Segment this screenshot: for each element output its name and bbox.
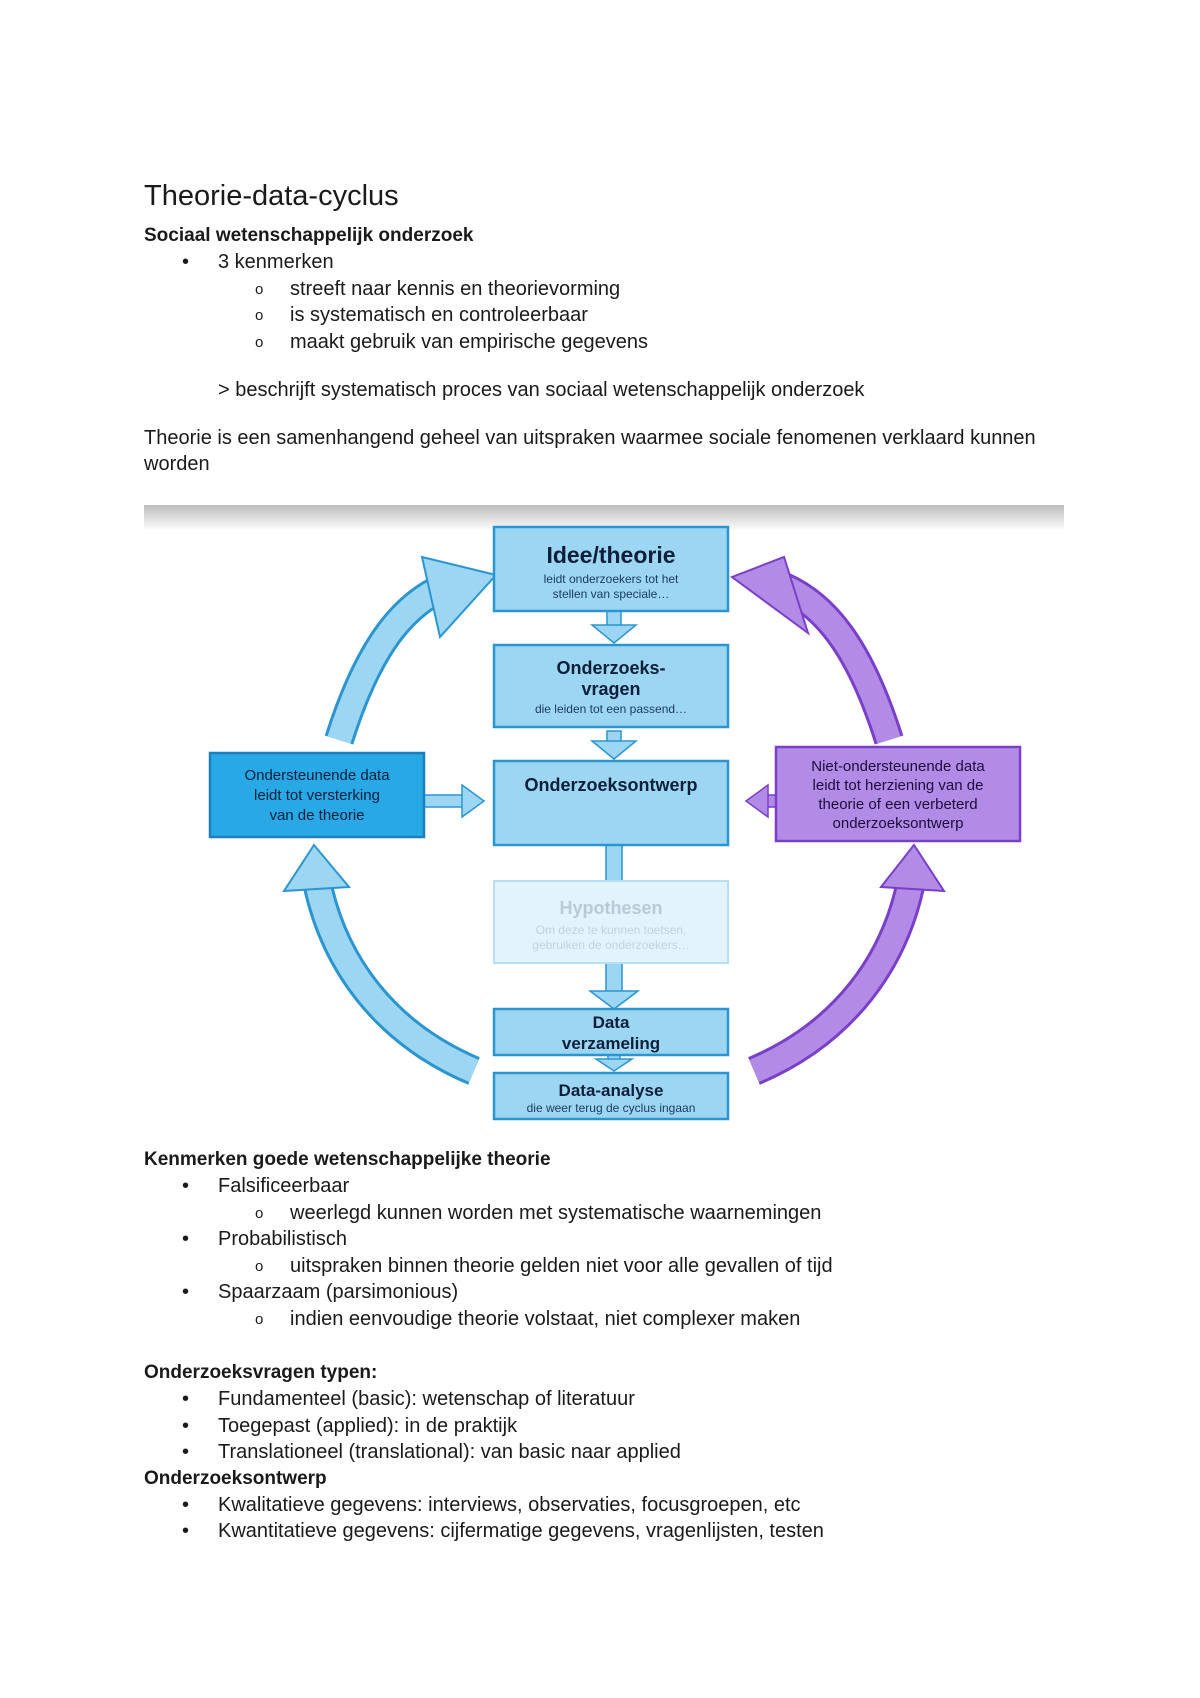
sub-list-item: indien eenvoudige theorie volstaat, niet… (144, 1306, 1064, 1332)
sub-list-item: maakt gebruik van empirische gegevens (144, 329, 1064, 355)
list-item: Falsificeerbaar (144, 1173, 1064, 1200)
cycle-svg: Idee/theorie leidt onderzoekers tot het … (144, 505, 1064, 1121)
arrow-left-to-center-head (461, 783, 486, 819)
idee-title: Idee/theorie (546, 542, 675, 568)
list-item: 3 kenmerken (144, 249, 1064, 276)
theory-definition: Theorie is een samenhangend geheel van u… (144, 427, 1036, 475)
sub-list-item: is systematisch en controleerbaar (144, 302, 1064, 329)
list-item: Translationeel (translational): van basi… (144, 1439, 1064, 1466)
section-heading-sociaal: Sociaal wetenschappelijk onderzoek (144, 225, 474, 246)
left-line1: Ondersteunende data (244, 767, 390, 784)
arrow-right-down (749, 863, 926, 1083)
idee-sub1: leidt onderzoekers tot het (544, 572, 679, 586)
arrow-left-to-center (423, 794, 465, 808)
vragen-title1: Onderzoeks- (556, 658, 665, 678)
right-line4: onderzoeksontwerp (833, 815, 964, 832)
box-niet-ondersteunende-data (774, 745, 1022, 843)
sub-list-item: streeft naar kennis en theorievorming (144, 276, 1064, 302)
spacer (144, 1332, 1064, 1360)
document-page: Theorie-data-cyclus Sociaal wetenschappe… (144, 180, 1064, 1545)
section-heading-onderzoeksontwerp: Onderzoeksontwerp (144, 1467, 327, 1489)
list-item: Toegepast (applied): in de praktijk (144, 1413, 1064, 1440)
right-line2: leidt tot herziening van de (813, 777, 984, 794)
theory-data-cycle-diagram: Idee/theorie leidt onderzoekers tot het … (144, 505, 1064, 1125)
section-heading-vragen-typen: Onderzoeksvragen typen: (144, 1362, 378, 1383)
vragen-title2: vragen (581, 679, 640, 699)
question-types-list: Fundamenteel (basic): wetenschap of lite… (144, 1386, 1064, 1466)
analyse-sub: die weer terug de cyclus ingaan (527, 1101, 696, 1115)
sub-list-item: weerlegd kunnen worden met systematische… (144, 1200, 1064, 1226)
arrow-right-to-center-head (744, 783, 769, 819)
box-data-verzameling (492, 1007, 730, 1057)
left-line3: van de theorie (269, 807, 364, 824)
page-title: Theorie-data-cyclus (144, 180, 399, 212)
hypo-sub2: gebruiken de onderzoekers… (532, 938, 689, 952)
list-item: Probabilistisch (144, 1226, 1064, 1253)
arrow-left-down-head (282, 843, 352, 893)
arrow-left-down (302, 863, 479, 1083)
arrow-left-up-head (420, 555, 498, 640)
kenmerken-list: 3 kenmerken streeft naar kennis en theor… (144, 249, 1064, 355)
arrow-down-3-head (593, 1058, 635, 1072)
box-ondersteunende-data (208, 751, 426, 839)
data-title1: Data (593, 1013, 630, 1032)
theory-criteria-list: Falsificeerbaar weerlegd kunnen worden m… (144, 1173, 1064, 1332)
box-idee-theorie (492, 525, 730, 613)
left-line2: leidt tot versterking (254, 787, 380, 804)
arrow-down-1-head (589, 624, 639, 644)
arrow-right-down-head (879, 843, 946, 893)
arrow-right-up-head (729, 555, 810, 636)
process-note: > beschrijft systematisch proces van soc… (218, 379, 865, 401)
right-line3: theorie of een verbeterd (818, 796, 977, 813)
idee-sub2: stellen van speciale… (553, 587, 670, 601)
data-title2: verzameling (562, 1034, 660, 1053)
box-onderzoeksvragen (492, 643, 730, 729)
arrow-down-2-head (589, 740, 639, 760)
list-item: Kwalitatieve gegevens: interviews, obser… (144, 1492, 1064, 1519)
arrow-right-up (778, 576, 901, 744)
vragen-sub: die leiden tot een passend… (535, 702, 687, 716)
box-hypothesen (493, 880, 729, 964)
analyse-title: Data-analyse (559, 1081, 664, 1100)
list-item: Fundamenteel (basic): wetenschap of lite… (144, 1386, 1064, 1413)
right-line1: Niet-ondersteunende data (811, 758, 985, 775)
box-onderzoeksontwerp (492, 759, 730, 847)
sub-list-item: uitspraken binnen theorie gelden niet vo… (144, 1253, 1064, 1279)
research-design-list: Kwalitatieve gegevens: interviews, obser… (144, 1492, 1064, 1545)
hypo-title: Hypothesen (559, 898, 662, 918)
list-item: Kwantitatieve gegevens: cijfermatige geg… (144, 1518, 1064, 1545)
ontwerp-title: Onderzoeksontwerp (524, 775, 697, 795)
list-item: Spaarzaam (parsimonious) (144, 1279, 1064, 1306)
section-heading-kenmerken: Kenmerken goede wetenschappelijke theori… (144, 1149, 551, 1170)
hypo-sub1: Om deze te kunnen toetsen, (536, 923, 687, 937)
box-data-analyse (492, 1071, 730, 1121)
arrow-down-long-head (587, 990, 641, 1010)
